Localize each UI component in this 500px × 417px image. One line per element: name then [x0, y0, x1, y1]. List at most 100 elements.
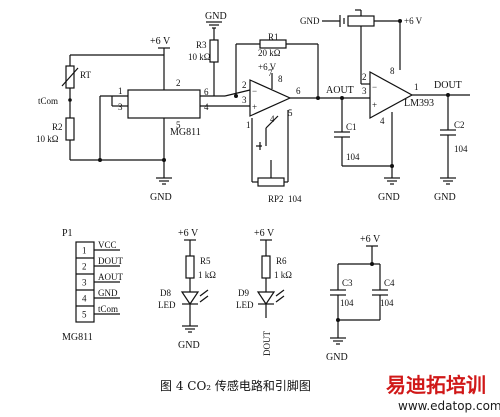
vcc-led1-label: +6 V [178, 228, 199, 239]
resistor-r5 [185, 255, 195, 279]
p1-signal-label: tCom [98, 304, 118, 314]
c2-value: 104 [454, 144, 468, 154]
mg811-pin6: 6 [204, 87, 209, 97]
led2-label: LED [236, 300, 254, 310]
vcc-label-sensor: +6 V [150, 36, 171, 47]
op-pin2: 2 [242, 80, 247, 90]
r6-value: 1 kΩ [274, 270, 292, 280]
vcc-caps-label: +6 V [360, 234, 381, 245]
r2-name: R2 [52, 122, 63, 132]
mg811-pin4: 4 [204, 102, 209, 112]
gnd-cmp-label: GND [378, 192, 400, 203]
lm393-label: LM393 [404, 98, 434, 109]
gnd-pot-label: GND [300, 16, 320, 26]
p1-pin-number: 5 [82, 310, 87, 320]
p1-pin-number: 3 [82, 278, 87, 288]
mg811-pin2: 2 [176, 78, 181, 88]
aout-label: AOUT [326, 85, 354, 96]
p1-signal-label: AOUT [98, 272, 123, 282]
tcom-label: tCom [38, 96, 58, 106]
ground-symbol-r3 [206, 21, 222, 29]
p1-pin-number: 2 [82, 262, 87, 272]
cmp-pin8: 8 [390, 66, 395, 76]
rt-name: RT [80, 70, 91, 80]
op-pin6: 6 [296, 86, 301, 96]
ground-symbol-comparator [384, 177, 400, 185]
gnd-label-r3: GND [205, 11, 227, 22]
mg811-pin1: 1 [118, 86, 123, 96]
gnd-caps-label: GND [326, 352, 348, 363]
cmp-pin3: 3 [362, 86, 367, 96]
dout-led2-label: DOUT [262, 331, 272, 356]
op-pin7: 7 [268, 68, 273, 78]
led2-section: +6 V R6 1 kΩ D9 LED DOUT [236, 228, 292, 356]
cmp-pin1: 1 [414, 82, 419, 92]
p1-module-label: MG811 [62, 332, 93, 343]
p1-connector: P1 1 VCC 2 DOUT 3 AOUT 4 GND 5 tCom MG811 [62, 228, 123, 343]
opamp-plus: + [252, 102, 257, 112]
decoupling-caps: +6 V C3 104 C4 104 GND [326, 234, 395, 363]
comparator-triangle [369, 70, 414, 120]
figure-caption: 图 4 CO₂ 传感电路和引脚图 [160, 378, 311, 393]
r3-value: 10 kΩ [188, 52, 211, 62]
watermark-url: www.edatop.com [398, 399, 500, 413]
comparator-section: GND +6 V − + 2 3 8 4 LM393 1 DOUT [300, 9, 470, 203]
led-d9 [256, 291, 276, 306]
ground-symbol-led1 [182, 325, 198, 333]
c3-value: 104 [340, 298, 354, 308]
d8-name: D8 [160, 288, 171, 298]
p1-pin-number: 1 [82, 246, 87, 256]
watermark-brand: 易迪拓培训 [386, 373, 486, 397]
p1-name: P1 [62, 228, 73, 239]
r1-value: 20 kΩ [258, 48, 281, 58]
r2-value: 10 kΩ [36, 134, 59, 144]
comparator-minus: − [372, 82, 377, 92]
r6-name: R6 [276, 256, 287, 266]
sensor-section: +6 V MG811 2 1 3 6 4 5 GND R3 10 kΩ [36, 11, 227, 203]
rp2-value: 104 [288, 194, 302, 204]
op-pin3: 3 [242, 95, 247, 105]
gnd-led1-label: GND [178, 340, 200, 351]
p1-signal-label: GND [98, 288, 118, 298]
p1-pin-number: 4 [82, 294, 87, 304]
led-d8 [180, 291, 200, 306]
potentiometer-rp2 [257, 177, 285, 187]
cmp-pin2: 2 [362, 72, 367, 82]
op-pin1: 1 [246, 120, 251, 130]
mg811-sensor-body [127, 89, 201, 119]
led1-label: LED [158, 300, 176, 310]
ground-symbol-sensor [156, 177, 172, 185]
resistor-r6 [261, 255, 271, 279]
opamp-vcc: +6 V [258, 62, 277, 72]
r5-name: R5 [200, 256, 211, 266]
opamp-triangle [249, 79, 292, 117]
comparator-plus: + [372, 100, 377, 110]
mg811-label: MG811 [170, 127, 201, 138]
p1-signal-label: DOUT [98, 256, 123, 266]
op-pin5: 5 [288, 108, 293, 118]
d9-name: D9 [238, 288, 249, 298]
resistor-r2 [65, 117, 75, 141]
c1-value: 104 [346, 152, 360, 162]
op-pin8: 8 [278, 74, 283, 84]
vcc-comp-label: +6 V [404, 16, 423, 26]
led1-section: +6 V R5 1 kΩ D8 LED GND [158, 228, 216, 351]
resistor-r3 [209, 39, 219, 63]
p1-signal-label: VCC [98, 240, 117, 250]
c4-value: 104 [380, 298, 394, 308]
c4-name: C4 [384, 278, 395, 288]
r1-name: R1 [268, 32, 279, 42]
vcc-led2-label: +6 V [254, 228, 275, 239]
ground-symbol-opamp [256, 142, 262, 150]
c3-name: C3 [342, 278, 353, 288]
opamp-section: R1 20 kΩ − + 2 3 6 8 7 1 4 5 +6 V RP2 10… [224, 32, 370, 204]
ground-symbol-caps [330, 337, 346, 345]
gnd-c2-label: GND [434, 192, 456, 203]
rp2-name: RP2 [268, 194, 284, 204]
cmp-pin4: 4 [380, 116, 385, 126]
opamp-minus: − [252, 86, 257, 96]
r3-name: R3 [196, 40, 207, 50]
c1-name: C1 [346, 122, 357, 132]
r5-value: 1 kΩ [198, 270, 216, 280]
